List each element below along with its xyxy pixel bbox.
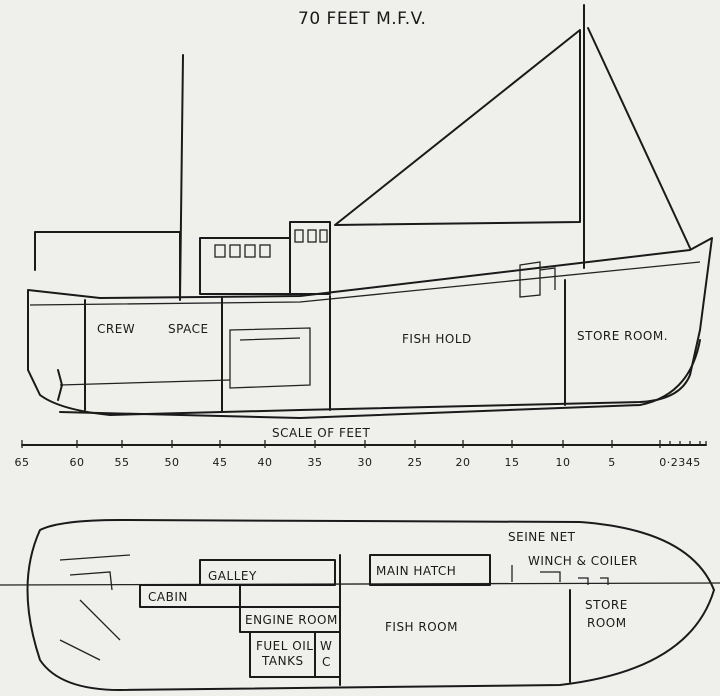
plan-hull-outline: [26, 519, 715, 691]
scale-tick-label: 25: [408, 456, 423, 469]
space-label: SPACE: [168, 322, 209, 336]
main-sail: [334, 29, 581, 226]
w-label: W: [320, 639, 332, 653]
deck-line: [29, 261, 701, 306]
main-hatch: [369, 554, 491, 586]
cabin-label: CABIN: [148, 590, 188, 604]
scale-tick-label: 5: [608, 456, 616, 469]
cabin-area: [139, 584, 241, 608]
scale-label: SCALE OF FEET: [272, 426, 371, 440]
deck-plan: GALLEY CABIN ENGINE ROOM FUEL OIL TANKS …: [0, 519, 720, 691]
keel-line: [59, 339, 701, 419]
scale-tick-label: 45: [213, 456, 228, 469]
seine-net-label: SEINE NET: [508, 530, 576, 544]
scale-tick-label: 55: [115, 456, 130, 469]
centerline: [0, 582, 720, 586]
forestay: [587, 27, 691, 249]
scale-tick-label: 15: [505, 456, 520, 469]
scale-tick-label: 40: [258, 456, 273, 469]
scale-tick-label: 60: [70, 456, 85, 469]
scale-tick-label: 30: [358, 456, 373, 469]
room-label: ROOM: [587, 616, 627, 630]
galley-area: [199, 559, 336, 586]
crew-label: CREW: [97, 322, 135, 336]
store-label: STORE: [585, 598, 628, 612]
winch: [519, 261, 556, 298]
side-elevation: CREW SPACE FISH HOLD STORE ROOM.: [27, 4, 713, 419]
scale-of-feet: SCALE OF FEET 65 60 55 50 45 40 35 30 25 20 15 10 5 0…: [15, 426, 707, 469]
propeller-shaft: [59, 379, 231, 386]
scale-tick-label: 10: [556, 456, 571, 469]
store-room-label: STORE ROOM.: [577, 329, 668, 343]
wheelhouse-windows: [214, 229, 328, 258]
scale-tick-label: 50: [165, 456, 180, 469]
scale-tick-label: 65: [15, 456, 30, 469]
scale-tick-label: 0·2345: [659, 456, 701, 469]
drawing-title: 70 FEET M.F.V.: [298, 9, 426, 29]
engine-room-label: ENGINE ROOM: [245, 613, 338, 627]
galley-label: GALLEY: [208, 569, 257, 583]
winch-coiler-label: WINCH & COILER: [528, 554, 638, 568]
fish-hold-label: FISH HOLD: [402, 332, 472, 346]
scale-tick-label: 20: [456, 456, 471, 469]
c-label: C: [322, 655, 331, 669]
winch-coiler: [511, 565, 609, 585]
mizzen-sail: [34, 231, 181, 296]
tanks-label: TANKS: [261, 654, 304, 668]
main-hatch-label: MAIN HATCH: [376, 564, 456, 578]
propeller-icon: [57, 369, 63, 401]
fish-room-label: FISH ROOM: [385, 620, 458, 634]
hull-outline: [27, 237, 713, 416]
wheelhouse-top: [289, 221, 331, 295]
stern-fittings: [59, 554, 131, 661]
scale-tick-label: 35: [308, 456, 323, 469]
fuel-oil-label: FUEL OIL: [256, 639, 313, 653]
engine: [229, 327, 311, 389]
